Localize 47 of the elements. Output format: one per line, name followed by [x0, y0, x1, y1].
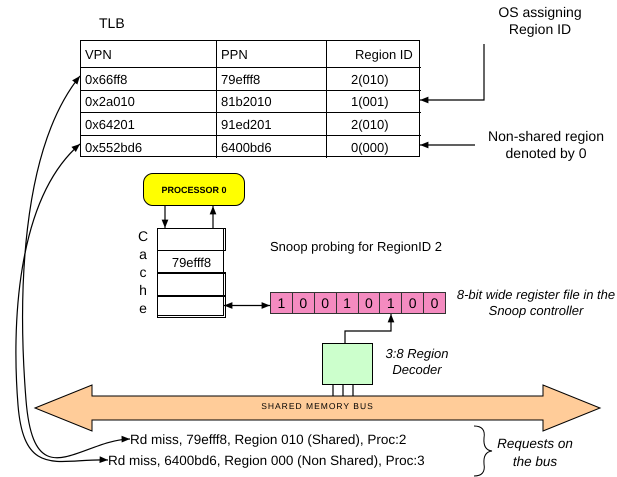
table-cell: 0(000) — [326, 136, 421, 158]
cache-line: 79efff8 — [158, 250, 225, 273]
brace-label: Requests on the bus — [496, 435, 574, 471]
arrow — [344, 314, 394, 343]
bus-label: SHARED MEMORY BUS — [260, 401, 375, 411]
register-bit: 1 — [276, 294, 286, 313]
arrow — [420, 142, 475, 148]
arrow — [210, 206, 216, 228]
connector-line — [332, 384, 354, 397]
table-cell: 2(010) — [326, 68, 421, 90]
cache-line — [158, 296, 225, 317]
processor-box: PROCESSOR 0 — [143, 173, 245, 206]
table-cell: 91ed201 — [216, 113, 326, 135]
register-bit: 0 — [423, 293, 445, 313]
table-cell-text: 0x66ff8 — [84, 70, 128, 88]
arrow — [162, 206, 168, 228]
cache-label: Cache — [136, 227, 150, 317]
table-cell: 1(001) — [326, 91, 421, 112]
register-bit: 1 — [336, 293, 358, 313]
table-cell-text: 0x2a010 — [84, 93, 136, 111]
arrow — [224, 302, 270, 309]
table-title: TLB — [99, 15, 125, 31]
bus-request-text: Rd miss, 6400bd6, Region 000 (Non Shared), Proc:3 — [108, 453, 425, 468]
table-cell: 79efff8 — [216, 68, 326, 90]
table-cell: 6400bd6 — [216, 136, 326, 158]
table-cell-text: 0x64201 — [84, 116, 136, 134]
table-cell: 81b2010 — [216, 91, 326, 112]
register-bit: 1 — [379, 293, 402, 313]
column-header: PPN — [216, 41, 326, 67]
column-header: Region ID — [326, 41, 421, 67]
arrow — [420, 44, 485, 104]
register-heading: Snoop probing for RegionID 2 — [268, 238, 443, 255]
annotation-text: OS assigning Region ID — [480, 4, 600, 42]
table-cell-text: 0x552bd6 — [84, 138, 144, 156]
arrow — [15, 144, 108, 464]
register-bit: 0 — [401, 293, 424, 313]
annotation-text: Non-shared region denoted by 0 — [475, 128, 617, 166]
column-header: VPN — [84, 46, 113, 64]
arrow — [22, 76, 130, 458]
table-cell: 2(010) — [326, 113, 421, 135]
bus-request-text: Rd miss, 79efff8, Region 010 (Shared), Proc:2 — [130, 432, 406, 447]
register-caption: 8-bit wide register file in the Snoop controller — [456, 287, 616, 319]
register-bit: 0 — [358, 293, 380, 313]
register-bit: 0 — [292, 293, 314, 313]
decoder-label: 3:8 Region Decoder — [384, 346, 450, 378]
cache-line — [158, 273, 225, 296]
register-bit: 0 — [314, 293, 336, 313]
